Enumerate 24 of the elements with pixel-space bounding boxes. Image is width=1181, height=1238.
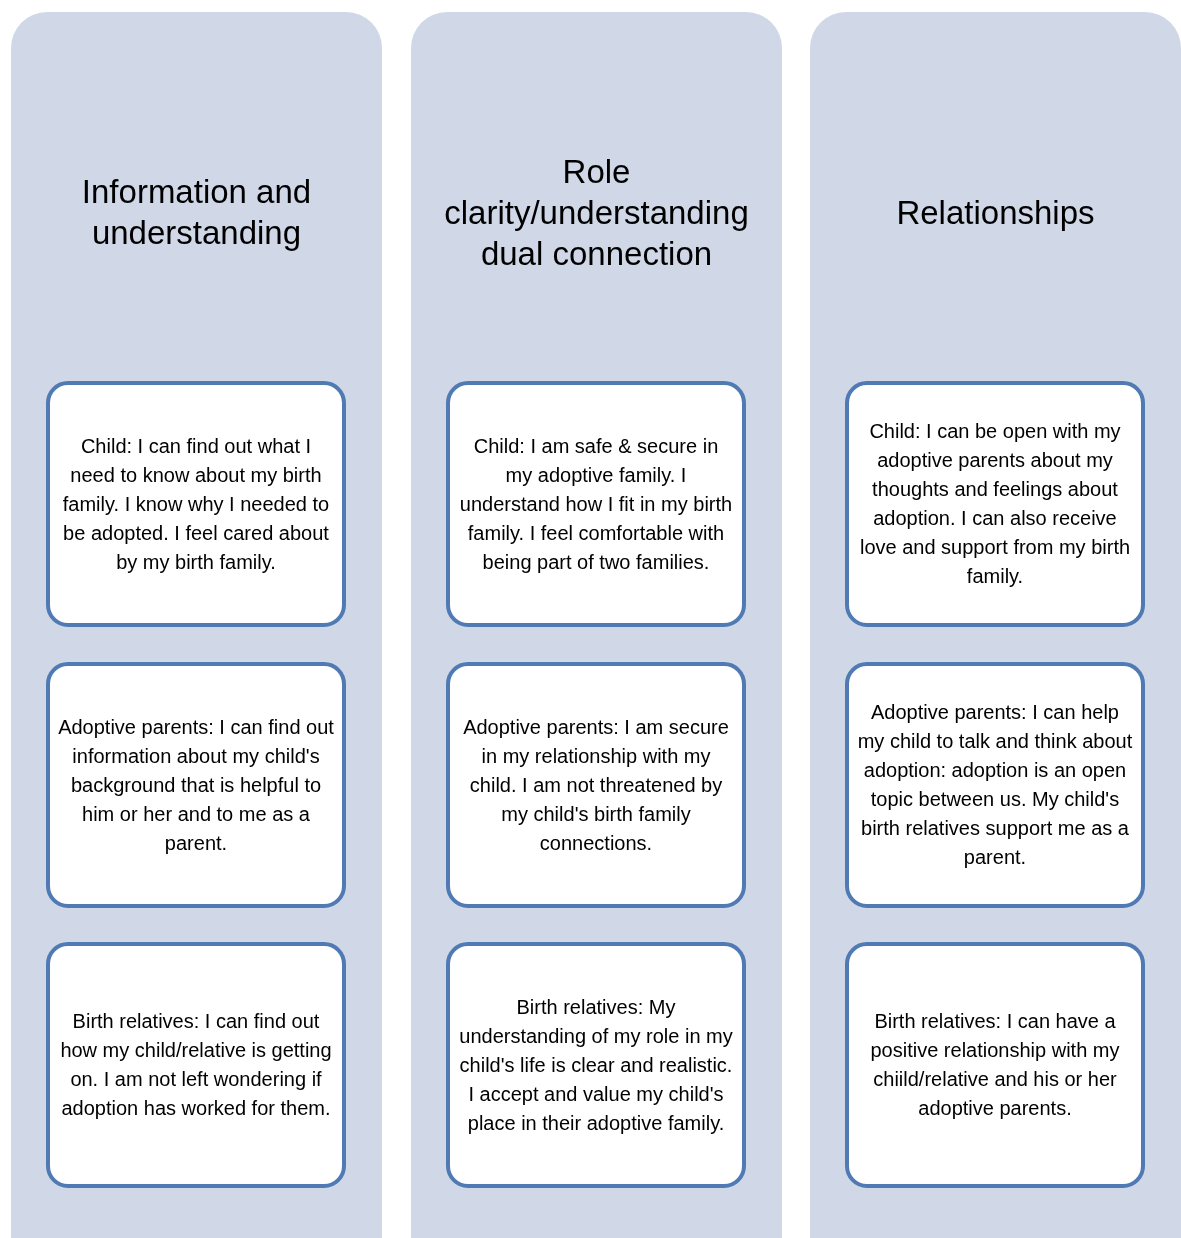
statement-text: Adoptive parents: I am secure in my relationship with my child. I am not threatened by my child's birth family connections. [462,714,730,856]
statement-text: Birth relatives: I can have a positive relationship with my chiild/relative and his or her adoptive parents. [869,1009,1121,1121]
statement-text: Child: I can find out what I need to know about my birth family. I know why I needed to be adopted. I feel cared about by my birth family. [61,433,331,575]
statement-text: Child: I can be open with my adoptive parents about my thoughts and feelings about adoption. I can also receive love and support from my birth family. [858,419,1132,589]
statement-card [845,662,1145,908]
column-panel [11,12,382,1238]
statement-text: Child: I am safe & secure in my adoptive family. I understand how I fit in my birth family. I feel comfortable with being part of two families. [458,433,734,575]
statement-card [446,662,746,908]
statement-card [845,942,1145,1188]
statement-text: Birth relatives: My understanding of my role in my child's life is clear and realistic. I accept and value my child's place in their adoptive family. [458,994,734,1136]
statement-card [446,942,746,1188]
statement-card [446,381,746,627]
statement-text: Adoptive parents: I can help my child to talk and think about adoption: adoption is an open topic between us. My child's birth relatives support me as a parent. [857,700,1133,870]
column-heading: Role clarity/understanding dual connection [443,151,750,274]
statement-card [46,662,346,908]
column-panel [411,12,782,1238]
statement-card [845,381,1145,627]
column-heading: Relationships [896,192,1095,233]
column-heading: Information and understanding [80,172,313,253]
statement-card [46,381,346,627]
statement-text: Birth relatives: I can find out how my child/relative is getting on. I am not left wondering if adoption has worked for them. [59,1009,333,1121]
statement-card [46,942,346,1188]
statement-text: Adoptive parents: I can find out information about my child's background that is helpful to him or her and to me as a parent. [58,714,334,856]
column-panel [810,12,1181,1238]
